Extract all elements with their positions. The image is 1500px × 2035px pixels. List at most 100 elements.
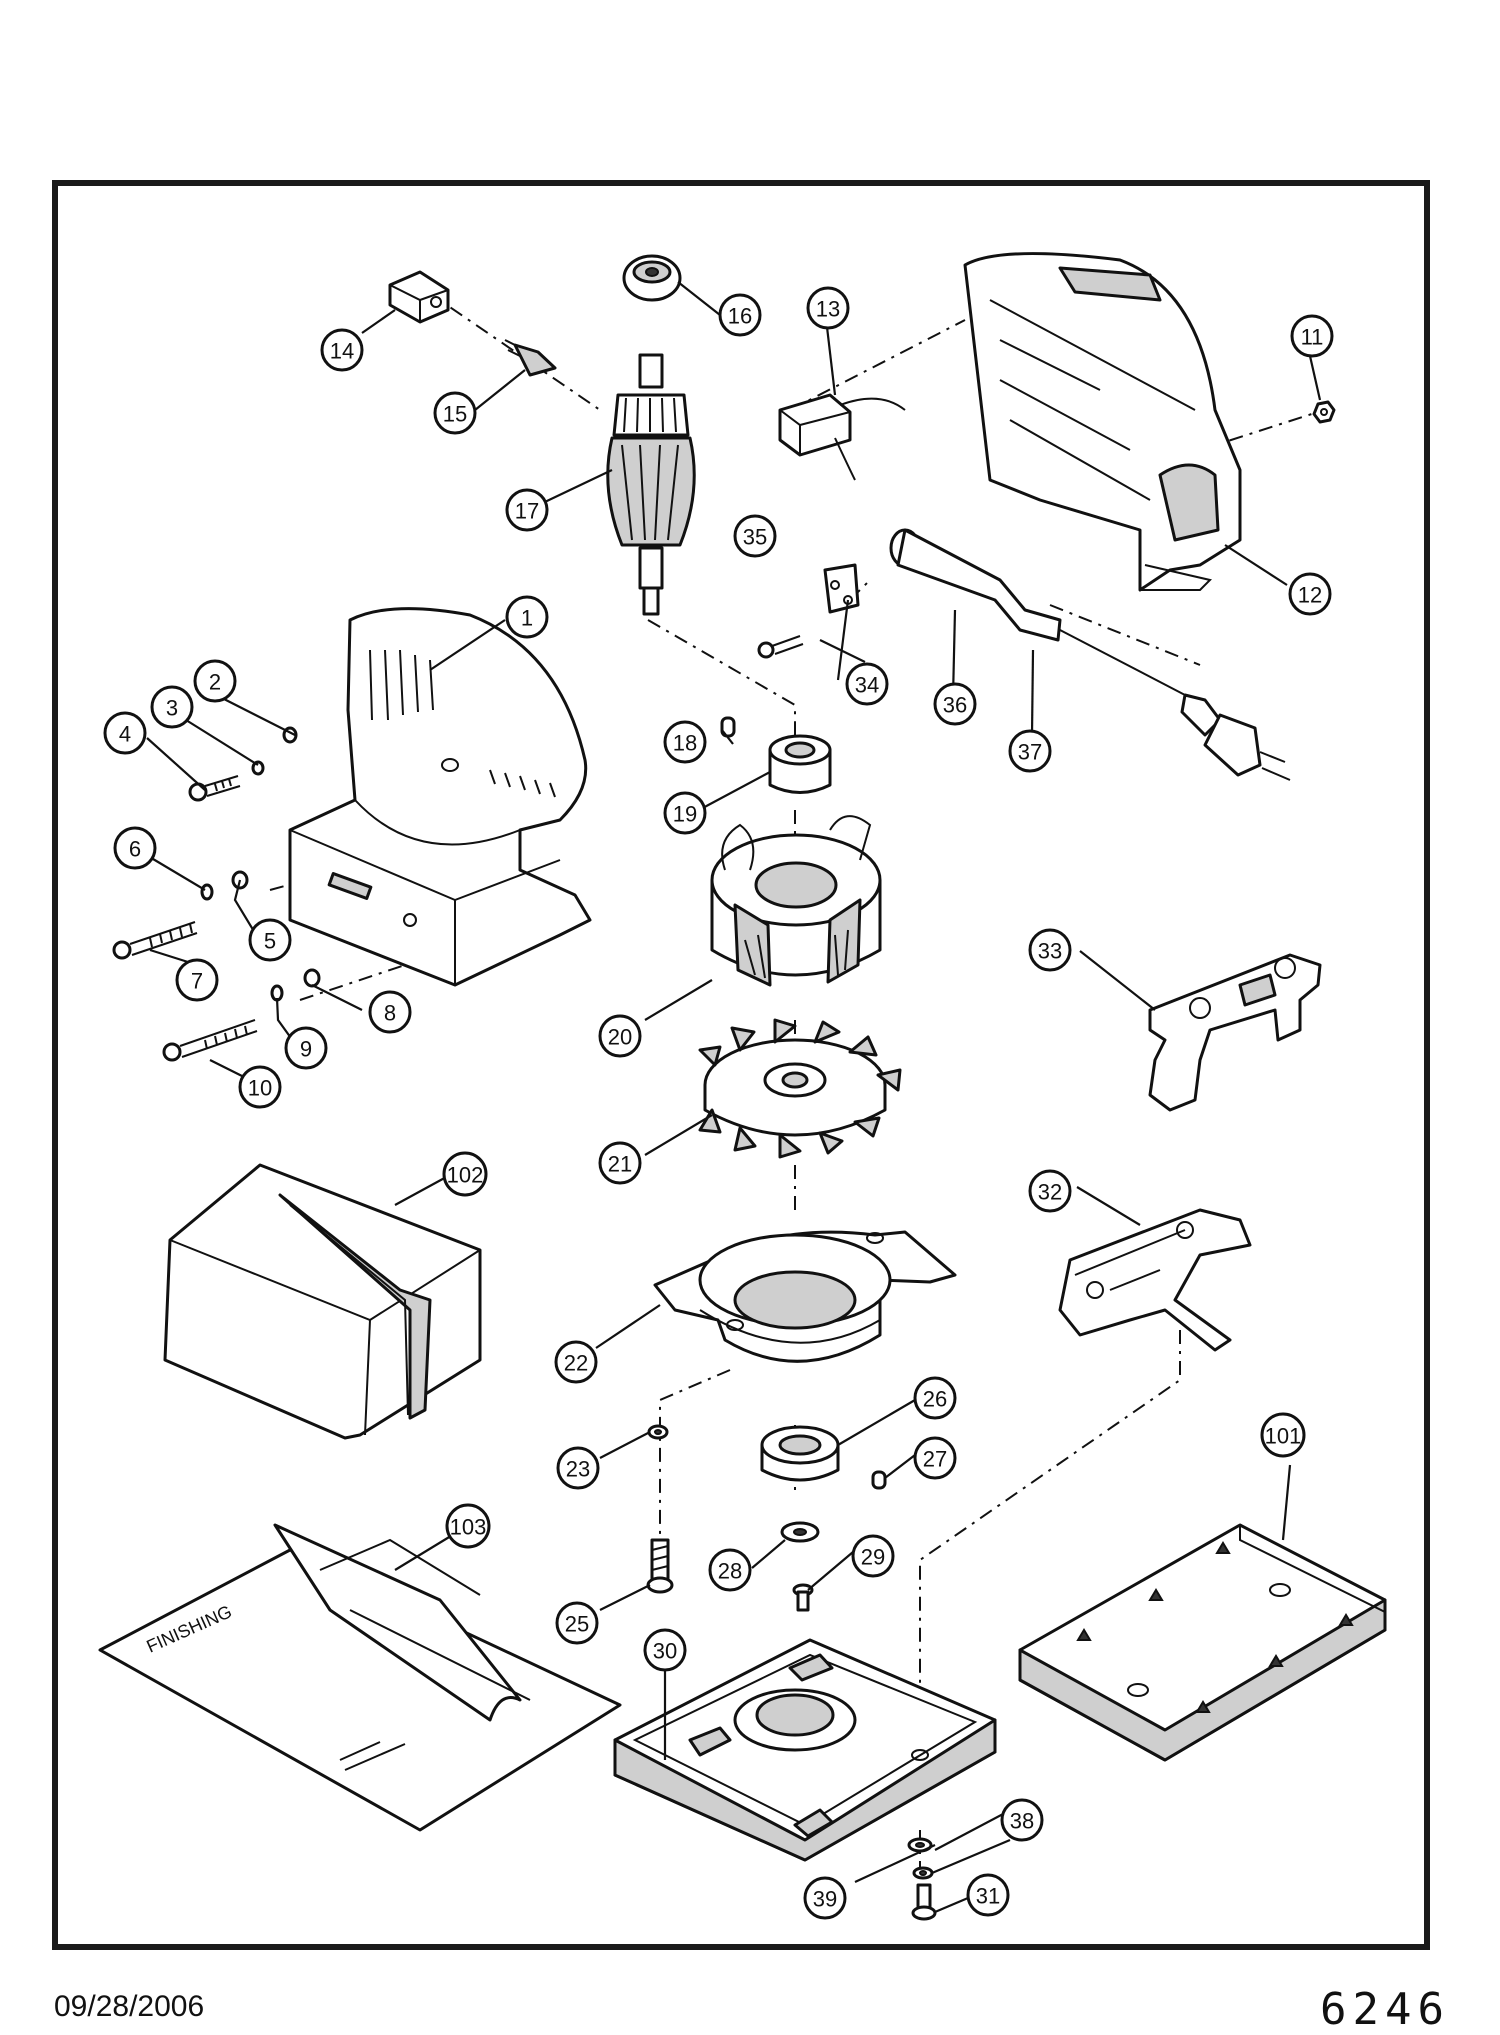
washer-9-part <box>270 984 284 1002</box>
callout-15: 15 <box>433 391 477 435</box>
housing-part <box>288 607 592 987</box>
carrying-case-part <box>163 1163 482 1440</box>
callout-25: 25 <box>555 1601 599 1645</box>
callout-number: 7 <box>191 969 203 994</box>
callout-16: 16 <box>718 293 762 337</box>
callout-circle <box>803 1876 847 1920</box>
washer-23-part <box>647 1424 669 1440</box>
washer-38-part <box>912 1866 934 1880</box>
callout-number: 33 <box>1038 939 1062 964</box>
callout-number: 6 <box>129 837 141 862</box>
screw-25-part <box>646 1538 674 1594</box>
callout-3: 3 <box>150 685 194 729</box>
callout-number: 17 <box>515 499 539 524</box>
callout-circle <box>150 685 194 729</box>
power-cord-part <box>1059 629 1291 781</box>
callout-5: 5 <box>248 918 292 962</box>
callout-circle <box>1028 1169 1072 1213</box>
washer-8-part <box>303 968 321 988</box>
callout-circle <box>442 1151 488 1197</box>
sanding-pad-part <box>613 1638 997 1862</box>
callout-35: 35 <box>733 514 777 558</box>
callout-circle <box>663 791 707 835</box>
callout-number: 32 <box>1038 1180 1062 1205</box>
callout-18: 18 <box>663 720 707 764</box>
callout-number: 11 <box>1301 325 1324 350</box>
callout-number: 36 <box>943 693 967 718</box>
callout-circle <box>913 1376 957 1420</box>
instruction-manual-part: FINISHING <box>98 1523 622 1832</box>
callout-number: 10 <box>248 1076 272 1101</box>
callout-23: 23 <box>556 1446 600 1490</box>
washer-28-part <box>780 1521 820 1543</box>
callout-circle <box>433 391 477 435</box>
stator-part <box>710 815 882 987</box>
callout-8: 8 <box>368 990 412 1034</box>
callout-number: 25 <box>565 1612 589 1637</box>
callout-circle <box>598 1014 642 1058</box>
callout-103: 103 <box>445 1503 491 1549</box>
callout-22: 22 <box>554 1340 598 1384</box>
callout-number: 31 <box>976 1884 1000 1909</box>
callout-number: 4 <box>119 722 131 747</box>
callout-circle <box>175 958 219 1002</box>
screw-7-part <box>112 921 198 960</box>
screw-31-part <box>911 1883 937 1921</box>
punch-plate-part <box>1018 1523 1387 1762</box>
callout-10: 10 <box>238 1065 282 1109</box>
callout-number: 19 <box>673 802 697 827</box>
top-bearing-part <box>622 254 682 302</box>
callout-circle <box>556 1446 600 1490</box>
callout-1: 1 <box>505 595 549 639</box>
callout-circle <box>1028 928 1072 972</box>
fan-housing-part <box>653 1230 957 1363</box>
callout-number: 103 <box>450 1515 487 1540</box>
callout-14: 14 <box>320 328 364 372</box>
callout-number: 5 <box>264 929 276 954</box>
callout-circle <box>1008 729 1052 773</box>
callout-26: 26 <box>913 1376 957 1420</box>
callout-number: 16 <box>728 304 752 329</box>
callout-number: 15 <box>443 402 467 427</box>
print-date: 09/28/2006 <box>54 1990 205 2023</box>
callout-number: 26 <box>923 1387 947 1412</box>
screw-29-part <box>792 1583 814 1612</box>
callout-number: 38 <box>1010 1809 1034 1834</box>
callout-number: 20 <box>608 1025 632 1050</box>
callout-circle <box>103 711 147 755</box>
callout-number: 37 <box>1018 740 1042 765</box>
screw-4-part <box>188 775 241 802</box>
callout-27: 27 <box>913 1436 957 1480</box>
washer-6-part <box>200 883 214 901</box>
callout-circle <box>1000 1798 1044 1842</box>
callout-12: 12 <box>1288 572 1332 616</box>
callout-9: 9 <box>284 1026 328 1070</box>
callout-number: 28 <box>718 1559 742 1584</box>
callout-number: 12 <box>1298 583 1322 608</box>
cord-clip-part <box>823 563 860 614</box>
callout-4: 4 <box>103 711 147 755</box>
callout-19: 19 <box>663 791 707 835</box>
callout-28: 28 <box>708 1548 752 1592</box>
diagram-code: 6246 <box>1320 1984 1450 2035</box>
callout-36: 36 <box>933 682 977 726</box>
callout-number: 18 <box>673 731 697 756</box>
brush-holder-part <box>388 270 450 324</box>
callout-labels: 1234567891011121314151617181920212223252… <box>103 286 1334 1920</box>
callout-circle <box>555 1601 599 1645</box>
paper-clamp-lever-part <box>1058 1208 1252 1352</box>
screw-10-part <box>162 1019 258 1062</box>
callout-circle <box>1290 314 1334 358</box>
handle-cover-part <box>963 252 1242 592</box>
callout-34: 34 <box>845 662 889 706</box>
callout-11: 11 <box>1290 314 1334 358</box>
callout-number: 9 <box>300 1037 312 1062</box>
callout-37: 37 <box>1008 729 1052 773</box>
callout-32: 32 <box>1028 1169 1072 1213</box>
callout-6: 6 <box>113 826 157 870</box>
callout-number: 13 <box>816 297 840 322</box>
callout-102: 102 <box>442 1151 488 1197</box>
callout-29: 29 <box>851 1534 895 1578</box>
callout-number: 2 <box>209 670 221 695</box>
